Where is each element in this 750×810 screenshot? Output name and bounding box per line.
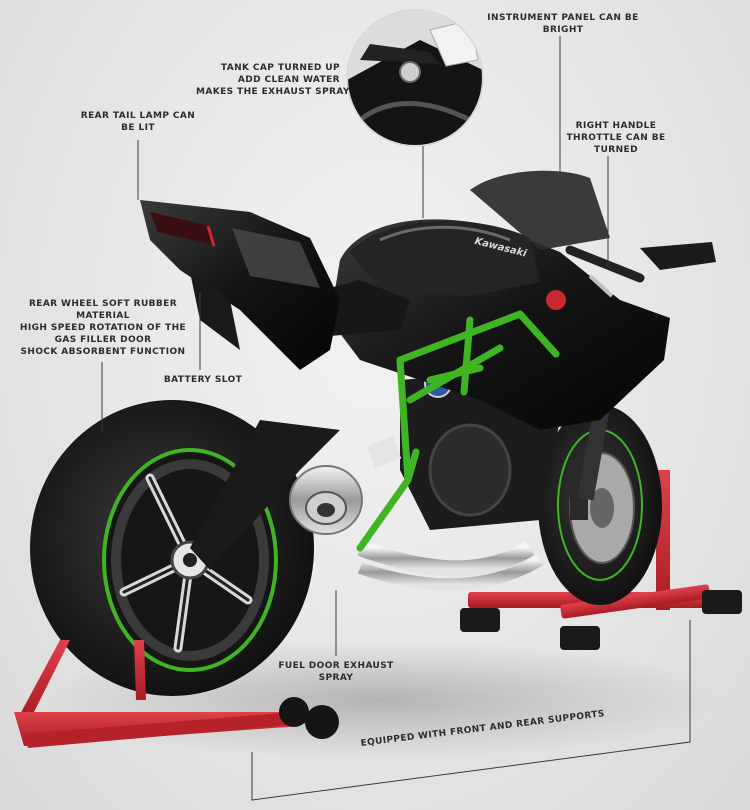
tank-cap-line-1: TANK CAP TURNED UP: [220, 63, 340, 73]
tank-cap-line-3: MAKES THE EXHAUST SPRAY: [196, 87, 350, 97]
rear-wheel-line-3: HIGH SPEED ROTATION OF THE: [19, 323, 187, 333]
battery-slot-line-1: BATTERY SLOT: [163, 375, 243, 385]
fuel-tank: [350, 221, 540, 296]
trellis-frame: [356, 310, 560, 552]
right-handle-callout: RIGHT HANDLE THROTTLE CAN BE TURNED: [560, 120, 672, 156]
rear-wheel-line-2: MATERIAL: [76, 311, 130, 321]
right-handle-line-2: THROTTLE CAN BE: [566, 133, 666, 143]
right-handle-line-1: RIGHT HANDLE: [575, 121, 657, 131]
rear-tail-lamp-line-1: REAR TAIL LAMP CAN: [80, 111, 196, 121]
exhaust: [289, 465, 544, 591]
swingarm: [190, 420, 340, 570]
windscreen: [470, 170, 610, 250]
battery-slot-callout: BATTERY SLOT: [160, 374, 246, 386]
rear-wheel-line-1: REAR WHEEL SOFT RUBBER: [28, 299, 178, 309]
fuel-door-line-2: SPRAY: [318, 673, 354, 683]
rear-stand: [14, 640, 339, 748]
rear-wheel-callout: REAR WHEEL SOFT RUBBER MATERIAL HIGH SPE…: [14, 298, 192, 358]
rear-tail-lamp-line-2: BE LIT: [121, 123, 155, 133]
rear-wheel-line-4: GAS FILLER DOOR: [54, 335, 152, 345]
right-handle-line-3: TURNED: [594, 145, 638, 155]
instrument-panel-callout: INSTRUMENT PANEL CAN BE BRIGHT: [478, 12, 648, 36]
fuel-door-line-1: FUEL DOOR EXHAUST: [278, 661, 394, 671]
tank-cap-inset: [346, 9, 484, 147]
rear-wheel-line-5: SHOCK ABSORBENT FUNCTION: [20, 347, 186, 357]
leader-lines: [101, 36, 691, 801]
tank-cap-callout: TANK CAP TURNED UP ADD CLEAN WATER MAKES…: [196, 62, 349, 98]
rear-tail-lamp-callout: REAR TAIL LAMP CAN BE LIT: [66, 110, 210, 134]
fuel-door-callout: FUEL DOOR EXHAUST SPRAY: [276, 660, 396, 684]
instrument-panel-line-1: INSTRUMENT PANEL CAN BE: [487, 13, 639, 23]
tank-cap-line-2: ADD CLEAN WATER: [237, 75, 340, 85]
rear-wheel: [30, 400, 314, 696]
instrument-panel-line-2: BRIGHT: [542, 25, 584, 35]
